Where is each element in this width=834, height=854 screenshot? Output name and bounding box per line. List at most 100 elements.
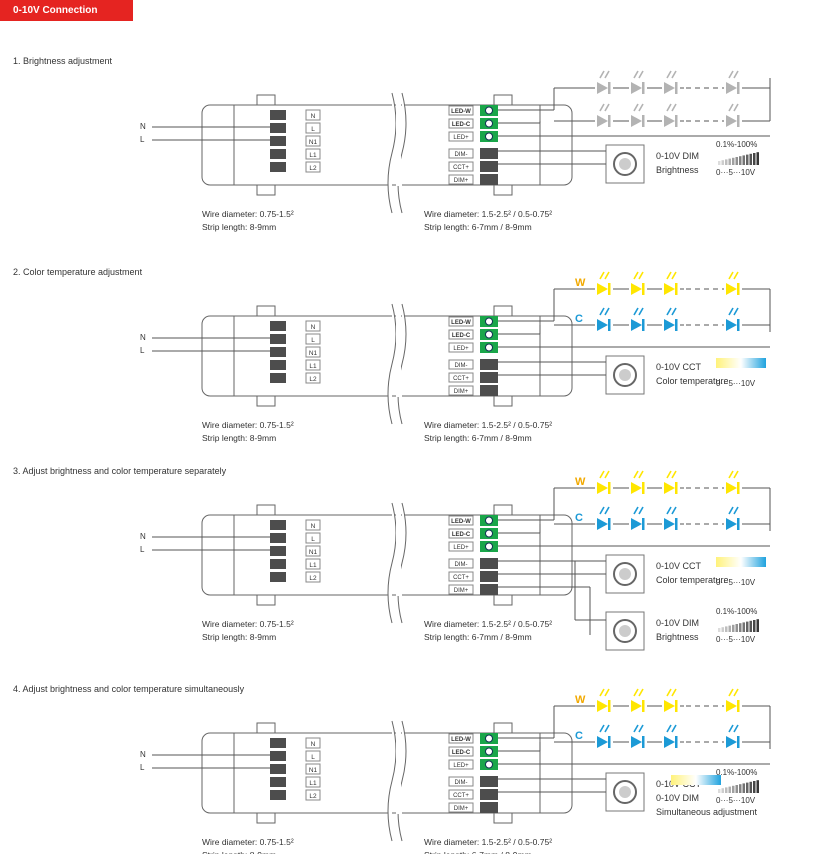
section-2: 2. Color temperature adjustmentNLN1L1L2N… [13, 267, 771, 443]
legend-top: 0.1%-100% [716, 140, 757, 149]
output-terminal-label-box [448, 342, 474, 353]
led-ray [666, 271, 672, 280]
led-ray [599, 724, 605, 733]
input-n-label: N [140, 333, 146, 342]
clamp [493, 813, 513, 824]
led-ray [638, 470, 644, 479]
led-bar [642, 115, 645, 127]
led-ray [633, 506, 639, 515]
output-terminal-block [480, 558, 498, 569]
led-ray [671, 271, 677, 280]
led-bar [642, 518, 645, 530]
controller-knob-center [619, 369, 631, 381]
led-triangle [631, 482, 642, 494]
output-terminal-label-box [448, 515, 474, 526]
input-terminal-label-box [305, 545, 321, 557]
led-bar [737, 82, 740, 94]
input-terminal-label-box [305, 776, 321, 788]
brightness-gradient-bar [746, 154, 749, 165]
led-triangle [664, 518, 675, 530]
led-triangle [597, 700, 608, 712]
brightness-gradient-bar [756, 619, 759, 632]
brightness-gradient-bar [721, 788, 724, 793]
brightness-gradient-bar [739, 623, 742, 632]
led-row-cool-led-1 [597, 724, 611, 748]
led-ray [728, 506, 734, 515]
led-ray [666, 688, 672, 697]
led-row-2-led-1 [597, 103, 611, 127]
output-terminal-label: DIM- [455, 152, 468, 158]
led-ray [733, 506, 739, 515]
screw [485, 516, 493, 525]
output-terminal-label-box [448, 161, 474, 172]
cut-mark [387, 502, 397, 624]
input-terminal-label: L [311, 126, 315, 133]
input-terminal-label: L [311, 337, 315, 344]
clamp [256, 396, 276, 407]
brightness-gradient-bar [735, 624, 738, 632]
led-triangle [726, 283, 737, 295]
clamp [493, 305, 513, 316]
output-wire-diameter: Wire diameter: 1.5-2.5² / 0.5-0.75² [424, 837, 552, 847]
output-terminal-label-box [448, 789, 474, 800]
led-bar [737, 283, 740, 295]
output-terminal-label: LED-C [452, 532, 471, 538]
led-bar [737, 736, 740, 748]
brightness-gradient-bar [725, 787, 728, 793]
cut-gap [396, 315, 401, 397]
input-terminal-block [270, 559, 286, 569]
output-terminal-block [480, 776, 498, 787]
led-row-1-led-1 [597, 70, 611, 94]
input-terminal-label: N [311, 523, 316, 530]
led-triangle [664, 482, 675, 494]
clamp [256, 305, 276, 316]
clamp [493, 504, 513, 515]
output-terminal-label-box [448, 372, 474, 383]
led-triangle [631, 736, 642, 748]
led-triangle [597, 736, 608, 748]
output-strip-length: Strip length: 6-7mm / 8-9mm [424, 850, 532, 854]
input-terminal-block [270, 373, 286, 383]
legend-top: 0.1%-100% [716, 768, 757, 777]
led-bar [608, 82, 611, 94]
input-terminal-label-box [305, 737, 321, 749]
input-terminal-block [270, 751, 286, 761]
controller-line2: Color temperature [656, 575, 729, 585]
cut-gap [396, 104, 401, 186]
led-row-1-led-2 [631, 70, 645, 94]
led-bar [642, 700, 645, 712]
input-terminal-label-box [305, 750, 321, 762]
output-terminal-label: LED-C [452, 122, 471, 128]
output-wire-diameter: Wire diameter: 1.5-2.5² / 0.5-0.75² [424, 209, 552, 219]
output-terminal-block [480, 789, 498, 800]
clamp [256, 813, 276, 824]
legend-bottom: 0···5···10V [716, 168, 756, 177]
led-ray [599, 307, 605, 316]
led-bar [675, 700, 678, 712]
led-triangle [597, 319, 608, 331]
screw [485, 747, 493, 756]
input-terminal-label-box [305, 135, 321, 147]
led-bar [642, 283, 645, 295]
output-terminal-label-box [448, 148, 474, 159]
controller-line1: 0-10V DIM [656, 618, 699, 628]
output-terminal-label-box [448, 802, 474, 813]
led-row-cool-led-1 [597, 506, 611, 530]
led-ray [599, 271, 605, 280]
brightness-gradient-bar [749, 153, 752, 165]
led-ray [633, 307, 639, 316]
input-terminal-label: N1 [309, 767, 318, 774]
clamp [256, 595, 276, 606]
input-terminal-label: L1 [309, 152, 317, 159]
section-3: 3. Adjust brightness and color temperatu… [13, 466, 771, 651]
led-ray [666, 103, 672, 112]
led-row-warm-led-2 [631, 688, 645, 712]
input-l-label: L [140, 763, 145, 772]
led-triangle [631, 700, 642, 712]
input-terminal-block [270, 777, 286, 787]
brightness-gradient-bar [753, 620, 756, 632]
output-terminal-label: DIM+ [454, 806, 469, 812]
led-triangle [726, 115, 737, 127]
input-terminal-label: N [311, 324, 316, 331]
led-ray [604, 688, 610, 697]
